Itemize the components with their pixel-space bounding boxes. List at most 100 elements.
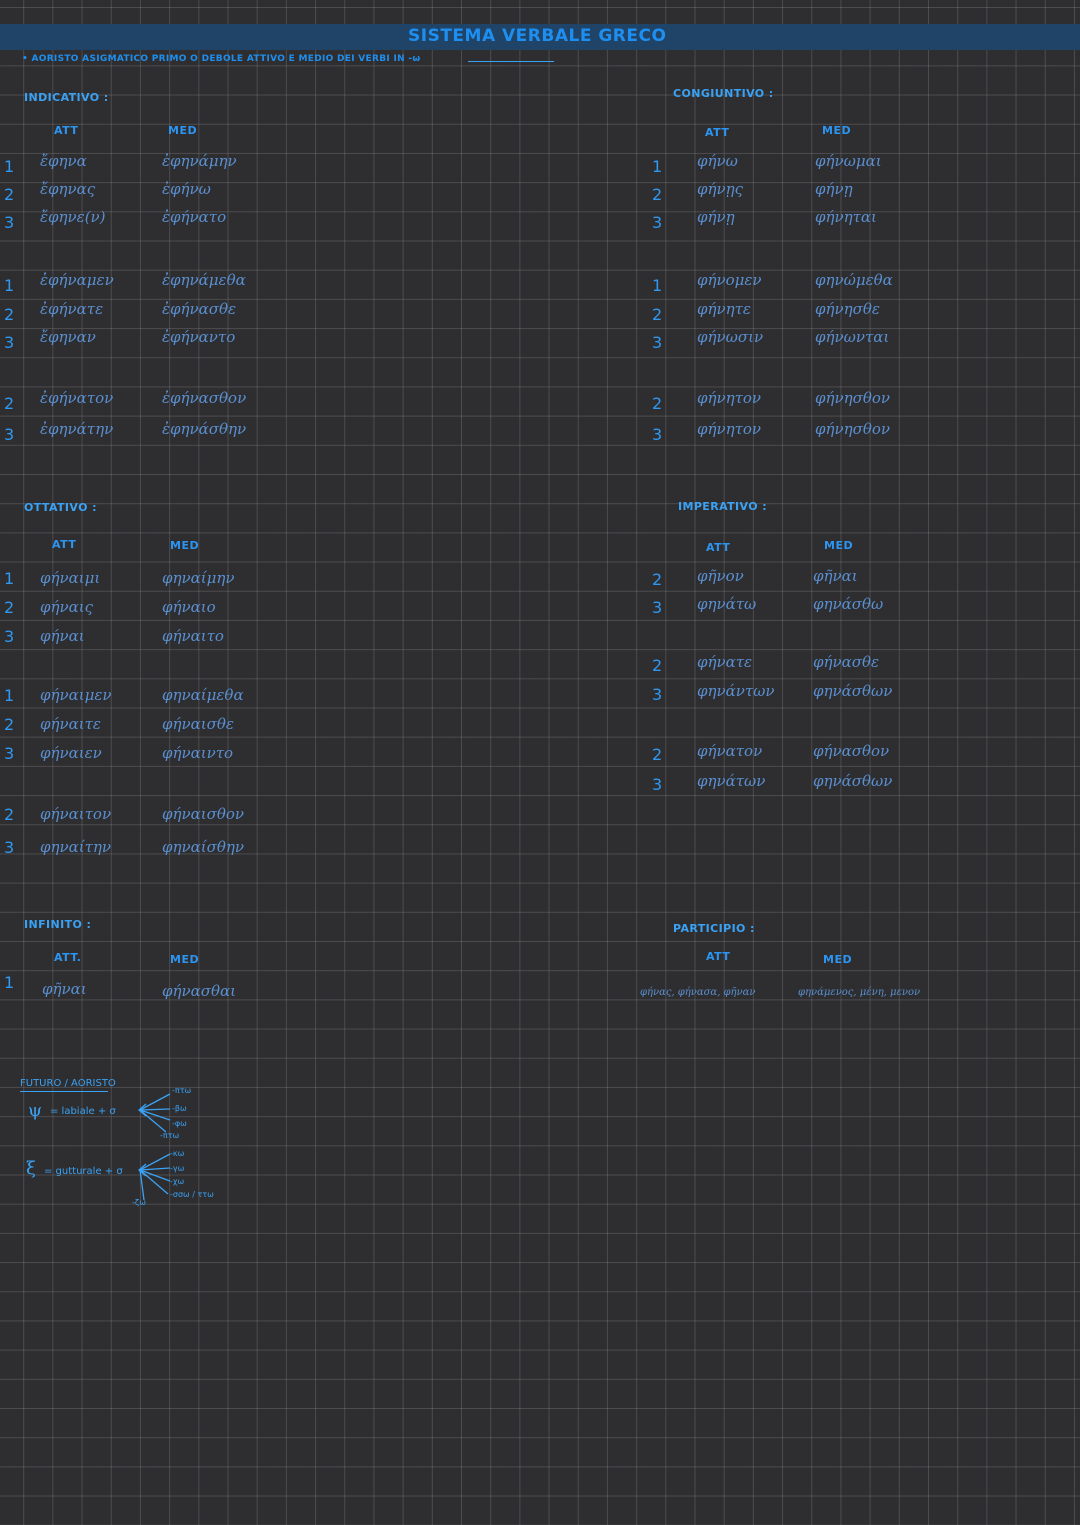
ottativo-att-form: φήναις: [40, 598, 94, 616]
congiuntivo-med-form: φήνησθον: [815, 389, 891, 407]
indicativo-att-form: ἔφηναν: [40, 328, 96, 346]
indicativo-med-form: ἐφηνάμην: [162, 152, 237, 170]
congiuntivo-att-form: φήνω: [697, 152, 738, 170]
indicativo-med-form: ἐφήνατο: [162, 208, 227, 226]
psi-ending: -πτω: [172, 1086, 192, 1095]
indicativo-person-number: 2: [4, 185, 15, 204]
congiuntivo-person-number: 3: [652, 425, 663, 444]
imperativo-med-form: φηνάσθων: [813, 772, 893, 790]
indicativo-med-form: ἐφήνασθε: [162, 300, 237, 318]
imperativo-med-form: φήνασθε: [813, 653, 880, 671]
ottativo-att-form: φήναιμι: [40, 569, 101, 587]
ottativo-person-number: 2: [4, 805, 15, 824]
congiuntivo-med-form: φηνώμεθα: [815, 271, 893, 289]
ottativo-med-form: φήναιο: [162, 598, 216, 616]
psi-arrows: [138, 1093, 171, 1133]
imperativo-med-form: φήνασθον: [813, 742, 890, 760]
imperativo-heading: IMPERATIVO :: [678, 500, 768, 513]
indicativo-person-number: 1: [4, 276, 15, 295]
congiuntivo-person-number: 2: [652, 394, 663, 413]
imperativo-med-label: MED: [824, 539, 854, 552]
indicativo-person-number: 3: [4, 213, 15, 232]
ottativo-person-number: 1: [4, 686, 15, 705]
indicativo-att-form: ἔφηνε(ν): [40, 208, 106, 226]
page-title: SISTEMA VERBALE GRECO: [408, 26, 667, 46]
ottativo-med-form: φήναιτο: [162, 627, 224, 645]
indicativo-att-form: ἐφήνατον: [40, 389, 114, 407]
imperativo-med-form: φηνάσθω: [813, 595, 884, 613]
imperativo-att-form: φήνατον: [697, 742, 763, 760]
participio-med-label: MED: [823, 953, 853, 966]
congiuntivo-person-number: 2: [652, 305, 663, 324]
ottativo-med-form: φήναισθον: [162, 805, 245, 823]
psi-rule-text: = labiale + σ: [50, 1106, 116, 1117]
imperativo-att-form: φηνάντων: [697, 682, 775, 700]
imperativo-person-number: 3: [652, 598, 663, 617]
indicativo-att-form: ἔφηνας: [40, 180, 96, 198]
psi-symbol: ψ: [28, 1100, 43, 1121]
congiuntivo-att-form: φήνητον: [697, 389, 762, 407]
congiuntivo-att-form: φήνωσιν: [697, 328, 764, 346]
congiuntivo-med-form: φήνωνται: [815, 328, 890, 346]
indicativo-person-number: 2: [4, 394, 15, 413]
congiuntivo-med-label: MED: [822, 124, 852, 137]
participio-med-forms: φηνάμενος, μένη, μενον: [798, 987, 921, 998]
congiuntivo-att-form: φήνητε: [697, 300, 751, 318]
ottativo-med-form: φηναίμην: [162, 569, 235, 587]
ottativo-att-form: φήναι: [40, 627, 85, 645]
indicativo-person-number: 3: [4, 333, 15, 352]
indicativo-med-form: ἐφήναντο: [162, 328, 236, 346]
imperativo-person-number: 3: [652, 775, 663, 794]
infinito-med-form: φήνασθαι: [162, 982, 237, 1000]
congiuntivo-person-number: 1: [652, 276, 663, 295]
participio-heading: PARTICIPIO :: [673, 922, 755, 935]
imperativo-person-number: 2: [652, 570, 663, 589]
congiuntivo-att-form: φήνομεν: [697, 271, 762, 289]
ottativo-med-form: φήναισθε: [162, 715, 234, 733]
imperativo-med-form: φῆναι: [813, 567, 858, 585]
indicativo-heading: INDICATIVO :: [24, 91, 109, 104]
congiuntivo-att-form: φήνητον: [697, 420, 762, 438]
xi-ending: -ζω: [132, 1198, 146, 1207]
indicativo-med-form: ἐφήνασθον: [162, 389, 247, 407]
participio-att-label: ATT: [706, 950, 731, 963]
indicativo-att-label: ATT: [54, 124, 79, 137]
xi-ending: -χω: [170, 1177, 185, 1186]
psi-ending: -πτω: [160, 1131, 180, 1140]
ottativo-person-number: 3: [4, 744, 15, 763]
ottativo-att-form: φήναιμεν: [40, 686, 112, 704]
indicativo-person-number: 1: [4, 157, 15, 176]
congiuntivo-heading: CONGIUNTIVO :: [673, 87, 774, 100]
ottativo-att-form: φηναίτην: [40, 838, 112, 856]
ottativo-person-number: 1: [4, 569, 15, 588]
infinito-att-form: φῆναι: [42, 980, 87, 998]
congiuntivo-person-number: 3: [652, 213, 663, 232]
indicativo-person-number: 3: [4, 425, 15, 444]
congiuntivo-person-number: 2: [652, 185, 663, 204]
imperativo-att-form: φηνάτων: [697, 772, 766, 790]
imperativo-person-number: 2: [652, 656, 663, 675]
futuro-aoristo-heading: FUTURO / AORISTO: [20, 1078, 116, 1089]
ottativo-person-number: 3: [4, 627, 15, 646]
ottativo-med-label: MED: [170, 539, 200, 552]
xi-rule-text: = gutturale + σ: [44, 1166, 123, 1177]
subtitle-underline: [468, 61, 554, 62]
indicativo-med-form: ἐφηνάσθην: [162, 420, 247, 438]
congiuntivo-att-form: φήνῃ: [697, 208, 735, 226]
congiuntivo-att-form: φήνῃς: [697, 180, 743, 198]
title-banner: [0, 24, 1080, 50]
imperativo-att-label: ATT: [706, 541, 731, 554]
indicativo-att-form: ἐφήναμεν: [40, 271, 114, 289]
indicativo-med-form: ἐφήνω: [162, 180, 211, 198]
xi-ending: -κω: [170, 1149, 185, 1158]
xi-ending: -γω: [170, 1164, 185, 1173]
indicativo-att-form: ἔφηνα: [40, 152, 87, 170]
ottativo-person-number: 3: [4, 838, 15, 857]
indicativo-med-label: MED: [168, 124, 198, 137]
imperativo-att-form: φῆνον: [697, 567, 744, 585]
ottativo-med-form: φηναίσθην: [162, 838, 244, 856]
congiuntivo-att-label: ATT: [705, 126, 730, 139]
ottativo-person-number: 2: [4, 715, 15, 734]
indicativo-person-number: 2: [4, 305, 15, 324]
futuro-aoristo-underline: [20, 1091, 108, 1092]
